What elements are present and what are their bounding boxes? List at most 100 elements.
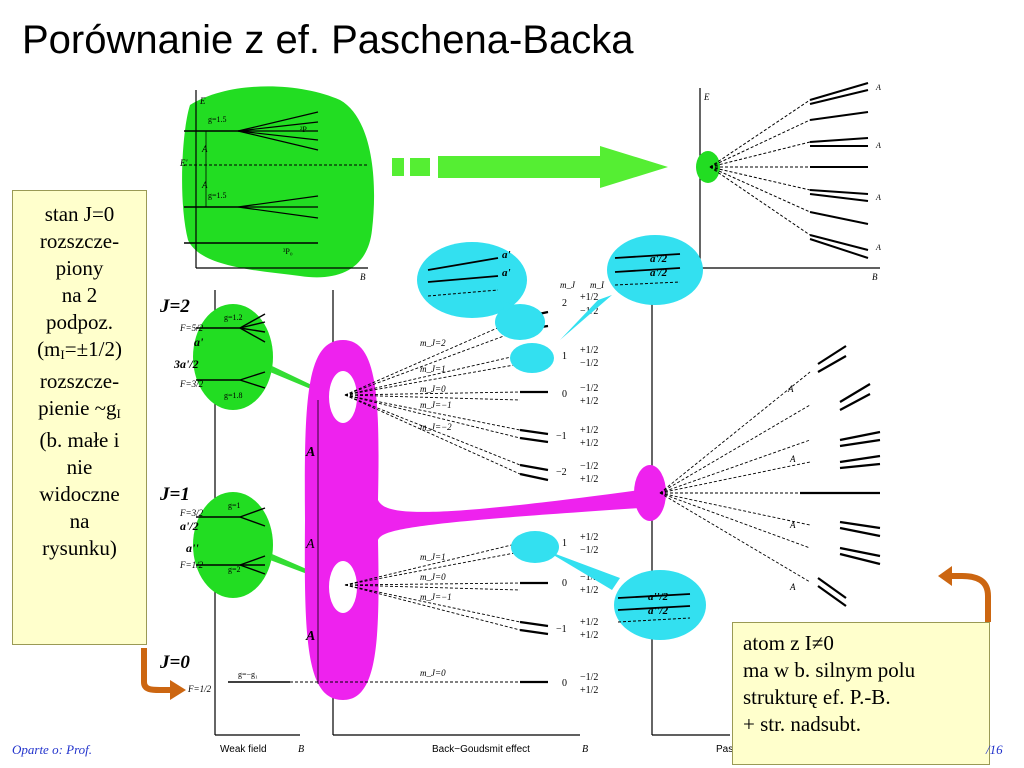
g-label-top: g=1.5 <box>208 115 227 124</box>
E-prime-label: E' <box>179 158 188 168</box>
left-note-line-5: podpoz. <box>45 310 114 334</box>
a-double-prime: a'' <box>186 541 199 555</box>
cyan-a-dbl-half-1: a''/2 <box>648 591 669 603</box>
mipair-7b: +1/2 <box>580 630 598 641</box>
cyan-a-dbl-half-2: a''/2 <box>648 605 669 617</box>
left-note-line-2: rozszcze- <box>39 229 120 253</box>
mJ-1b: m_J=1 <box>420 552 446 562</box>
left-note-line-10: nie <box>66 455 93 479</box>
green-blob-top-left <box>182 86 375 278</box>
left-note-line-9: (b. małe i <box>39 428 120 452</box>
g18-label: g=1.8 <box>224 391 243 400</box>
mJ-m1b: m_J=−1 <box>420 592 452 602</box>
mjnum-4: −2 <box>556 467 567 478</box>
mjnum-2: 0 <box>562 389 567 400</box>
A-label-right-4: A <box>875 243 881 252</box>
mjnum-3: −1 <box>556 431 567 442</box>
g2-label: g=2 <box>228 565 241 574</box>
mJ-m1: m_J=−1 <box>420 400 452 410</box>
F52-label: F=5/2 <box>179 323 204 333</box>
mjnum-0: 2 <box>562 298 567 309</box>
mipair-8a: −1/2 <box>580 672 598 683</box>
3a-prime-half: 3a'/2 <box>173 357 199 371</box>
mJ-0: m_J=0 <box>420 384 446 394</box>
magenta-dot-right <box>634 465 666 521</box>
mipair-0a: +1/2 <box>580 292 598 303</box>
mjnum-5: 1 <box>562 538 567 549</box>
mJ-0c: m_J=0 <box>420 668 446 678</box>
orange-arrows <box>141 573 991 693</box>
g-minus-label: g=−g₁ <box>238 670 258 679</box>
green-dot-right <box>696 151 720 183</box>
mjnum-6: 0 <box>562 578 567 589</box>
slide-title: Porównanie z ef. Paschena-Backa <box>22 18 634 62</box>
mipair-6b: +1/2 <box>580 585 598 596</box>
F32-label-J2: F=3/2 <box>179 379 204 389</box>
axis-E-label: E <box>199 96 206 106</box>
mipair-4b: +1/2 <box>580 474 598 485</box>
mipair-1a: +1/2 <box>580 345 598 356</box>
mipair-7a: +1/2 <box>580 617 598 628</box>
A-label-right-3: A <box>875 193 881 202</box>
A-label-big-2: A <box>305 537 315 552</box>
left-note-line-4: na 2 <box>61 283 98 307</box>
pas-label: Pas <box>716 744 733 755</box>
magenta-oval <box>304 340 640 700</box>
F12-label-J1: F=1/2 <box>179 560 204 570</box>
weak-field-label: Weak field <box>220 744 267 755</box>
J2-label: J=2 <box>159 296 190 317</box>
left-note-line-1: stan J=0 <box>44 202 115 226</box>
cyan-a-prime-half-2: a'/2 <box>650 267 668 279</box>
cyan-a-prime-2: a' <box>502 267 511 279</box>
A-label-fan-2: A <box>789 454 796 464</box>
cyan-small-1 <box>495 304 545 340</box>
J0-label: J=0 <box>159 652 190 673</box>
green-ellipse-J1 <box>193 492 273 598</box>
mjnum-8: 0 <box>562 678 567 689</box>
axis-B-label-right: B <box>872 272 878 282</box>
J1-label: J=1 <box>159 484 190 505</box>
A-label-big-3: A <box>305 629 315 644</box>
F32-label-J1: F=3/2 <box>179 508 204 518</box>
A-label-fan-4: A <box>789 582 796 592</box>
left-note-line-8: pienie ~gI <box>38 396 121 421</box>
left-note-line-13: rysunku) <box>42 536 117 560</box>
top-right-panel: E B A A A A <box>696 82 881 282</box>
F12-label-J0: F=1/2 <box>187 684 212 694</box>
weak-field-B: B <box>298 744 304 755</box>
green-dashed-arrow <box>392 146 668 188</box>
mI-header: m_I <box>590 280 605 290</box>
mipair-2b: +1/2 <box>580 396 598 407</box>
cyan-small-3 <box>511 531 559 563</box>
right-note-line-3: strukturę ef. P.-B. <box>743 685 891 709</box>
mipair-1b: −1/2 <box>580 358 598 369</box>
g-label-mid: g=1.5 <box>208 191 227 200</box>
left-note-line-6: (mI=±1/2) <box>37 337 122 362</box>
mipair-4a: −1/2 <box>580 461 598 472</box>
mipair-6a: −1/2 <box>580 572 598 583</box>
left-note-box: stan J=0 rozszcze- piony na 2 podpoz. (m… <box>12 190 147 645</box>
left-note-line-11: widoczne <box>39 482 120 506</box>
bottom-figure: Weak field B Back−Goudsmit effect B Pas … <box>159 235 881 755</box>
a-prime-J1: a'/2 <box>180 519 199 533</box>
mipair-3a: +1/2 <box>580 425 598 436</box>
footer-source: Oparte o: Prof. <box>12 742 93 757</box>
A-label-big-1: A <box>305 445 315 460</box>
mipair-5a: +1/2 <box>580 532 598 543</box>
g12-label: g=1.2 <box>224 313 243 322</box>
right-note-line-4: + str. nadsubt. <box>743 712 862 736</box>
right-note-line-1: atom z I≠0 <box>743 631 834 655</box>
left-note-line-7: rozszcze- <box>39 369 120 393</box>
mJ-1: m_J=1 <box>420 364 446 374</box>
A-label-fan-1: A <box>787 384 794 394</box>
cyan-small-2 <box>510 343 554 373</box>
mipair-3b: +1/2 <box>580 438 598 449</box>
cyan-ellipse-bottom-right <box>614 570 706 640</box>
mjnum-1: 1 <box>562 351 567 362</box>
P1-label: ²P <box>300 125 307 134</box>
back-goudsmit-label: Back−Goudsmit effect <box>432 744 530 755</box>
right-note-line-2: ma w b. silnym polu <box>743 658 916 682</box>
cyan-a-prime-1: a' <box>502 249 511 261</box>
left-note-line-12: na <box>69 509 90 533</box>
mipair-8b: +1/2 <box>580 685 598 696</box>
